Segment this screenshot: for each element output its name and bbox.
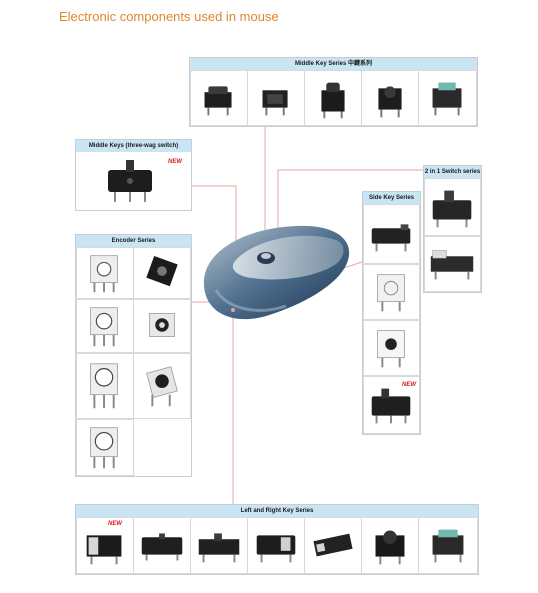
tact-switch-icon [262, 90, 288, 116]
left-right-switch-1: NEW [76, 517, 134, 574]
micro-switch-icon [430, 250, 474, 280]
tact-switch-icon [377, 274, 405, 312]
two-in-one-switch-label: 2 in 1 Switch series [424, 166, 481, 178]
micro-switch-icon [371, 224, 411, 252]
tact-switch-icon [377, 330, 405, 368]
middle-key-switch-4 [361, 70, 419, 126]
tact-switch-icon [378, 86, 402, 118]
micro-switch-icon [141, 533, 183, 561]
micro-switch-icon [432, 190, 472, 228]
middle-keys-three-wag-panel: Middle Keys (three-wag switch) NEW [75, 139, 192, 211]
tact-switch-icon [204, 86, 232, 116]
encoder-icon [90, 255, 118, 293]
middle-key-switch-2 [247, 70, 305, 126]
new-badge: NEW [402, 382, 416, 388]
middle-key-series-label: Middle Key Series 中鍵系列 [190, 58, 477, 70]
encoder-icon [90, 363, 118, 409]
encoder-icon [90, 427, 118, 469]
middle-key-switch-3 [304, 70, 362, 126]
micro-switch-icon [108, 160, 152, 202]
left-right-switch-4 [247, 517, 305, 574]
middle-key-switch-1 [190, 70, 248, 126]
mouse-image [203, 225, 350, 320]
side-key-switch-3 [363, 320, 420, 376]
encoder-3 [76, 299, 134, 353]
encoder-icon [146, 366, 178, 407]
encoder-4 [133, 299, 191, 353]
encoder-6 [133, 353, 191, 419]
tact-switch-icon [432, 82, 462, 116]
encoder-5 [76, 353, 134, 419]
side-key-switch-4: NEW [363, 376, 420, 434]
line-two-in-one [277, 169, 423, 255]
micro-switch-icon [198, 533, 240, 563]
left-right-switch-2 [133, 517, 191, 574]
side-key-switch-2 [363, 264, 420, 320]
encoder-series-panel: Encoder Series [75, 234, 192, 477]
left-right-switch-5 [304, 517, 362, 574]
side-key-switch-1 [363, 204, 420, 264]
two-in-one-switch-1 [424, 178, 481, 236]
page-title: Electronic components used in mouse [59, 9, 279, 24]
two-in-one-switch-panel: 2 in 1 Switch series [423, 165, 482, 293]
side-key-series-panel: Side Key Series NEW [362, 191, 421, 435]
side-key-series-label: Side Key Series [363, 192, 420, 204]
left-right-switch-6 [361, 517, 419, 574]
two-in-one-switch-2 [424, 236, 481, 292]
left-right-key-series-panel: Left and Right Key Series NEW [75, 504, 479, 575]
new-badge: NEW [168, 159, 182, 165]
encoder-icon [90, 307, 118, 347]
encoder-icon [146, 255, 178, 287]
tact-switch-icon [375, 530, 405, 565]
middle-key-switch-5 [418, 70, 477, 126]
new-badge: NEW [108, 521, 122, 527]
tact-switch-icon [321, 82, 345, 119]
left-right-switch-3 [190, 517, 248, 574]
micro-switch-icon [86, 535, 122, 565]
encoder-icon [149, 313, 175, 337]
tact-switch-icon [432, 529, 464, 563]
micro-switch-icon [256, 535, 296, 563]
encoder-7 [76, 419, 134, 476]
middle-keys-three-wag-label: Middle Keys (three-wag switch) [76, 140, 191, 152]
micro-switch-icon [371, 388, 411, 424]
encoder-series-label: Encoder Series [76, 235, 191, 247]
encoder-1 [76, 247, 134, 299]
encoder-2 [133, 247, 191, 299]
left-right-switch-7 [418, 517, 478, 574]
middle-key-series-panel: Middle Key Series 中鍵系列 [189, 57, 478, 127]
micro-switch-icon [313, 533, 353, 557]
left-right-key-series-label: Left and Right Key Series [76, 505, 478, 517]
